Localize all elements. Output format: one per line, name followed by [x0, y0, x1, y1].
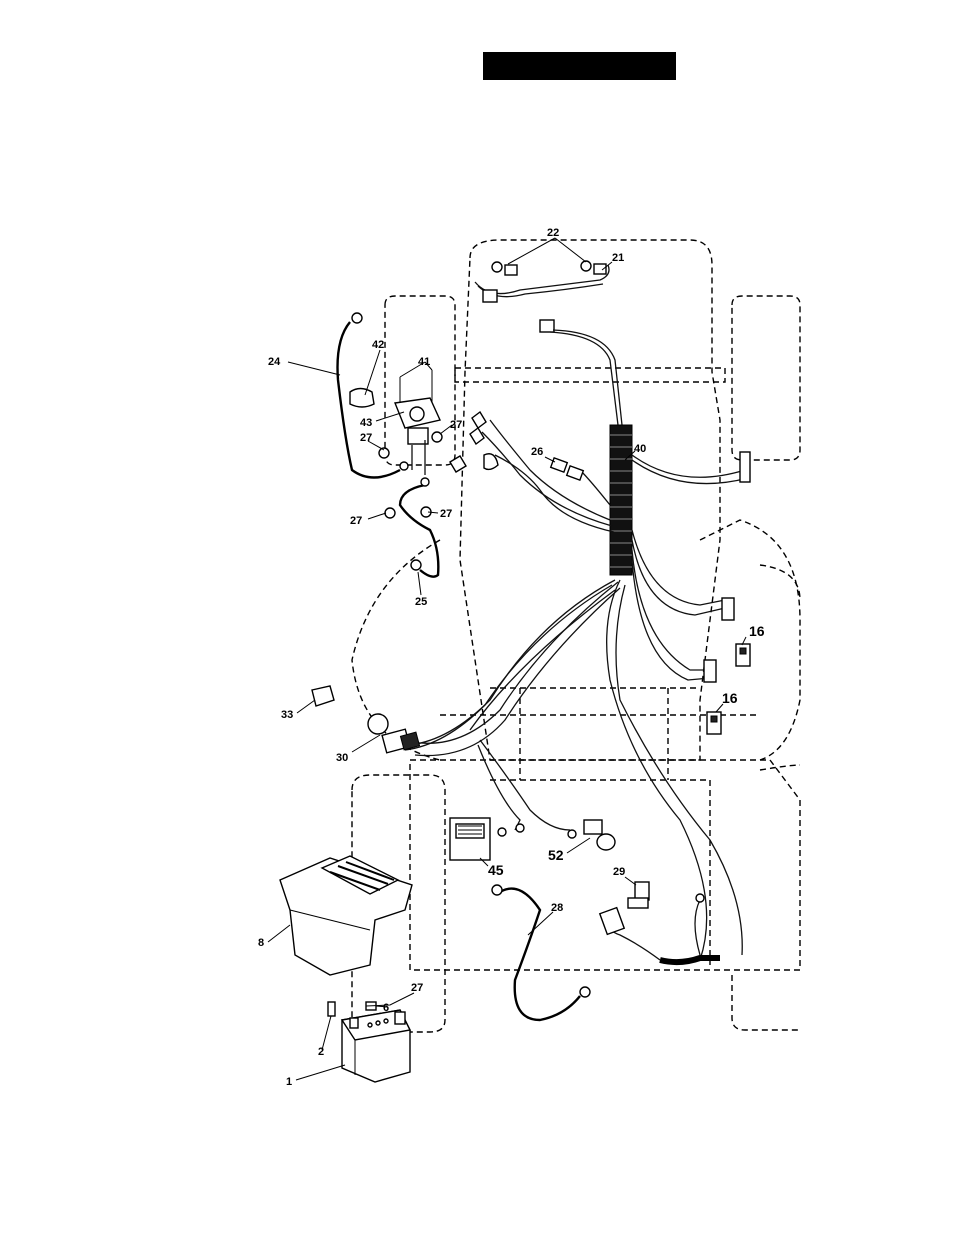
- callout-24: 24: [268, 356, 281, 368]
- front-axle-outline: [455, 368, 725, 382]
- bulb-socket-left: [505, 265, 517, 275]
- rear-right-wheel-outline: [732, 975, 800, 1030]
- callout-21: 21: [612, 252, 624, 264]
- callout-8: 8: [258, 937, 264, 949]
- cable-24-terminal-top: [352, 313, 362, 323]
- callout-52: 52: [548, 847, 564, 863]
- cable-28-terminal-top: [492, 885, 502, 895]
- callout-2: 2: [318, 1046, 324, 1058]
- top-connector: [540, 320, 554, 332]
- solenoid-starter-cable: [385, 478, 438, 577]
- battery-1: [342, 1010, 410, 1082]
- callout-41: 41: [418, 356, 430, 368]
- callout-43: 43: [360, 417, 372, 429]
- bulb-socket-right: [594, 264, 606, 274]
- callout-30: 30: [336, 752, 348, 764]
- callout-27-c: 27: [350, 515, 362, 527]
- seat-area-outline: [760, 565, 800, 770]
- main-harness: [405, 320, 750, 960]
- callout-42: 42: [372, 339, 384, 351]
- callout-27-e: 27: [411, 982, 423, 994]
- seat-switch-connector: [600, 908, 624, 935]
- interlock-switches: [707, 644, 750, 734]
- headlight-connector: [483, 290, 497, 302]
- callout-45: 45: [488, 862, 504, 878]
- switch-16-lower: [707, 712, 721, 734]
- headlight-harness: [475, 261, 609, 302]
- switch-16-upper: [736, 644, 750, 666]
- cable-24-terminal-bottom: [400, 462, 408, 470]
- mower-deck-outline: [352, 520, 800, 760]
- cable-28-terminal-bottom: [580, 987, 590, 997]
- front-right-wheel-outline: [732, 296, 800, 460]
- callout-1: 1: [286, 1076, 292, 1088]
- right-harness-connector: [740, 452, 750, 482]
- bolt-2: [328, 1002, 335, 1016]
- bulb-52: [584, 820, 615, 850]
- callout-6: 6: [383, 1002, 389, 1014]
- ground-cable-28: [492, 885, 590, 1020]
- headlight-bulb-left: [492, 262, 502, 272]
- callout-25: 25: [415, 596, 427, 608]
- callout-40: 40: [634, 443, 646, 455]
- callout-33: 33: [281, 709, 293, 721]
- hood-outline: [460, 240, 720, 760]
- callout-27-a: 27: [360, 432, 372, 444]
- callout-29: 29: [613, 866, 625, 878]
- callout-26: 26: [531, 446, 543, 458]
- solenoid-boot-42: [350, 389, 374, 408]
- callout-16-lower: 16: [722, 690, 738, 706]
- seat-switch-29: [628, 882, 649, 908]
- headlight-bulb-right: [581, 261, 591, 271]
- callout-27-d: 27: [440, 508, 452, 520]
- right-connector-upper: [722, 598, 734, 620]
- right-connector-lower: [704, 660, 716, 682]
- callout-27-b: 27: [450, 419, 462, 431]
- battery-tray-8: [280, 856, 412, 975]
- callout-28: 28: [551, 902, 563, 914]
- ignition-switch-30: [368, 714, 420, 753]
- cable-25-terminal: [411, 560, 421, 570]
- callout-16-upper: 16: [749, 623, 765, 639]
- nut-27-lower-left: [385, 508, 395, 518]
- callout-22: 22: [547, 227, 559, 239]
- ground-terminal: [696, 894, 704, 902]
- regulator-33: [312, 686, 334, 706]
